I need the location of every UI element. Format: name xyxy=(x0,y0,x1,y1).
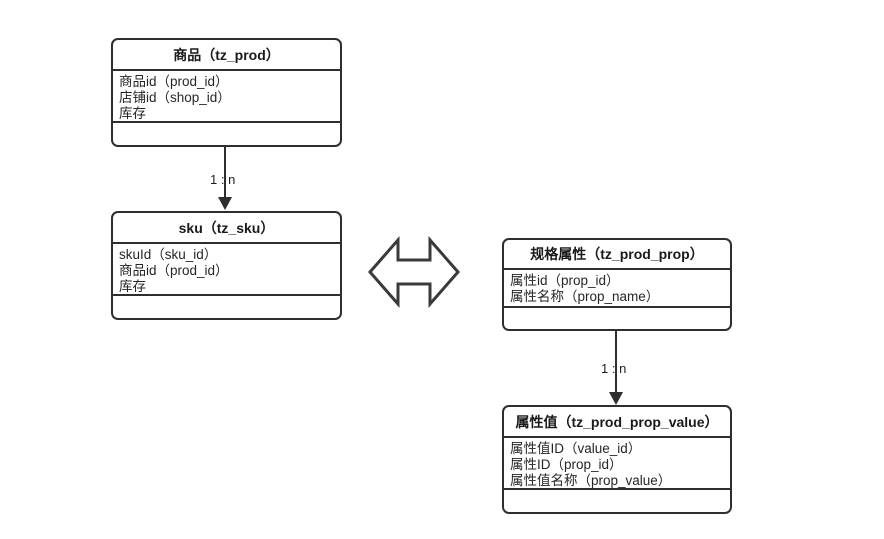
entity-title-tz-prod-prop-value: 属性值（tz_prod_prop_value） xyxy=(504,407,730,438)
connector-label-prod-to-sku: 1 : n xyxy=(210,172,236,187)
connector-line xyxy=(615,331,617,395)
entity-box-tz-prod[interactable]: 商品（tz_prod） 商品id（prod_id） 店铺id（shop_id） … xyxy=(111,38,342,147)
connector-arrowhead xyxy=(218,197,232,210)
entity-attributes-tz-prod: 商品id（prod_id） 店铺id（shop_id） 库存 xyxy=(113,71,340,123)
double-arrow-shape xyxy=(368,236,460,308)
attribute-row: 商品id（prod_id） xyxy=(119,263,229,278)
entity-attributes-tz-sku: skuId（sku_id） 商品id（prod_id） 库存 xyxy=(113,244,340,296)
entity-footer-tz-prod-prop xyxy=(504,308,730,329)
attribute-row: 属性id（prop_id） xyxy=(510,273,620,288)
connector-prop-to-propvalue xyxy=(609,331,623,407)
attribute-row: skuId（sku_id） xyxy=(119,247,218,262)
connector-line xyxy=(224,147,226,200)
entity-box-tz-sku[interactable]: sku（tz_sku） skuId（sku_id） 商品id（prod_id） … xyxy=(111,211,342,320)
attribute-row: 库存 xyxy=(119,279,146,294)
connector-prod-to-sku xyxy=(218,147,232,211)
entity-attributes-tz-prod-prop: 属性id（prop_id） 属性名称（prop_name） xyxy=(504,270,730,308)
attribute-row: 属性值名称（prop_value） xyxy=(510,473,672,488)
entity-title-tz-prod-prop: 规格属性（tz_prod_prop） xyxy=(504,240,730,270)
double-arrow-svg xyxy=(368,236,460,308)
entity-title-tz-prod: 商品（tz_prod） xyxy=(113,40,340,71)
entity-attributes-tz-prod-prop-value: 属性值ID（value_id） 属性ID（prop_id） 属性值名称（prop… xyxy=(504,438,730,490)
entity-footer-tz-prod-prop-value xyxy=(504,490,730,512)
entity-box-tz-prod-prop[interactable]: 规格属性（tz_prod_prop） 属性id（prop_id） 属性名称（pr… xyxy=(502,238,732,331)
entity-footer-tz-prod xyxy=(113,123,340,145)
attribute-row: 属性名称（prop_name） xyxy=(510,289,660,304)
attribute-row: 商品id（prod_id） xyxy=(119,74,229,89)
connector-label-prop-to-propvalue: 1 : n xyxy=(601,361,627,376)
entity-box-tz-prod-prop-value[interactable]: 属性值（tz_prod_prop_value） 属性值ID（value_id） … xyxy=(502,405,732,514)
attribute-row: 属性ID（prop_id） xyxy=(510,457,623,472)
attribute-row: 库存 xyxy=(119,106,146,121)
entity-title-tz-sku: sku（tz_sku） xyxy=(113,213,340,244)
double-headed-arrow-icon xyxy=(366,236,462,308)
entity-footer-tz-sku xyxy=(113,296,340,318)
attribute-row: 属性值ID（value_id） xyxy=(510,441,642,456)
attribute-row: 店铺id（shop_id） xyxy=(119,90,231,105)
connector-arrowhead xyxy=(609,392,623,405)
